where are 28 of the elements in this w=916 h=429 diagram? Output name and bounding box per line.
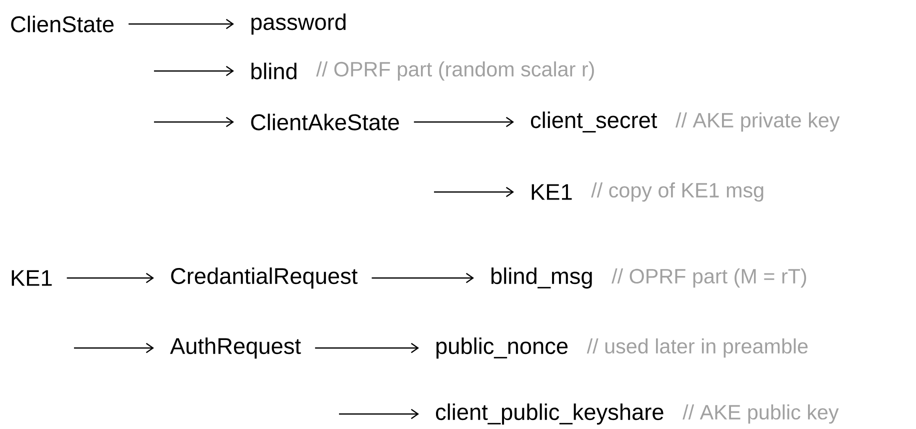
arrow <box>154 66 234 76</box>
node-label: blind_msg <box>491 267 592 289</box>
arrow <box>372 272 474 284</box>
code-comment: // OPRF part (random scalar r) <box>316 61 594 81</box>
node-label: CredantialRequest <box>171 267 358 289</box>
code-comment: // copy of KE1 msg <box>591 182 764 202</box>
node-label: password <box>251 13 346 35</box>
code-comment: // used later in preamble <box>586 338 808 358</box>
node-label: ClientAkeState <box>251 114 399 130</box>
node-label: KE1 <box>532 184 572 200</box>
arrow <box>414 116 514 128</box>
arrow <box>315 342 419 354</box>
node-label: public_nonce <box>436 337 568 359</box>
node-label: AuthRequest <box>170 337 301 359</box>
arrow <box>434 186 514 198</box>
node-label: blind <box>251 62 296 80</box>
node-label: client_public_keyshare <box>436 403 664 425</box>
code-comment: // AKE private key <box>676 112 840 132</box>
code-comment: // AKE public key <box>682 404 839 424</box>
code-comment: // OPRF part (M = rT) <box>612 268 806 288</box>
arrow <box>74 342 154 354</box>
arrow <box>128 18 234 30</box>
node-label: KE1 <box>12 270 52 286</box>
arrow <box>339 408 419 420</box>
node-label: client_secret <box>530 112 658 132</box>
arrow <box>66 272 154 284</box>
arrow <box>154 116 234 128</box>
node-label: ClienState <box>11 16 114 32</box>
